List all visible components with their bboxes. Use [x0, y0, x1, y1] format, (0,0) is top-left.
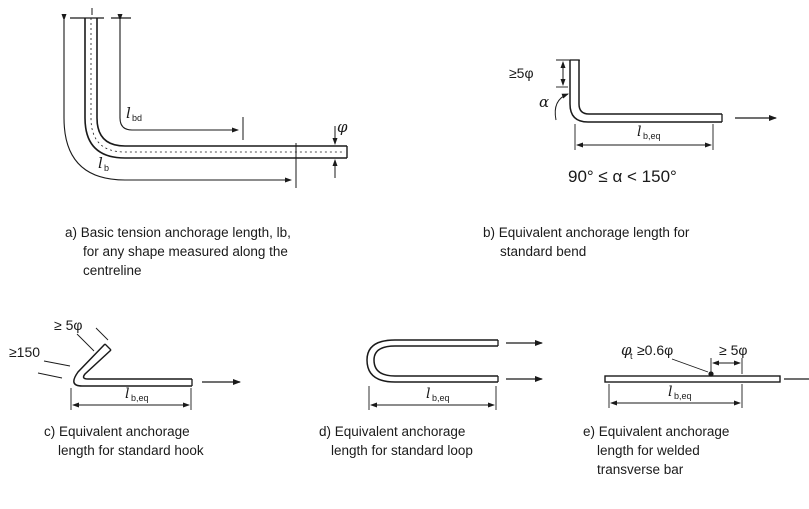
caption-a-line1: a) Basic tension anchorage length, lb, — [65, 225, 291, 240]
panel-b-caption: b) Equivalent anchorage length for stand… — [483, 225, 690, 259]
bar-e — [604, 375, 781, 383]
leq-b-sub: b,eq — [643, 131, 661, 141]
bar-a-centreline — [90, 18, 345, 153]
phi-t-sub: t — [630, 351, 633, 361]
bar-a-outer — [84, 18, 347, 159]
welded-transverse-bar — [708, 371, 714, 377]
loop-d-inner — [373, 345, 498, 377]
panel-d-caption: d) Equivalent anchorage length for stand… — [319, 424, 473, 458]
lbd-label: l — [126, 104, 131, 122]
bar-b-outer — [569, 60, 722, 123]
caption-c-line2: length for standard hook — [58, 443, 204, 458]
lb-dimension-line — [61, 14, 292, 183]
caption-e-line1: e) Equivalent anchorage — [583, 424, 729, 439]
panel-c-diagram: ≥ 5φ ≥150 l b,eq — [9, 317, 241, 410]
lb-label: l — [98, 154, 103, 172]
panel-c-caption: c) Equivalent anchorage length for stand… — [44, 424, 204, 458]
caption-b-line1: b) Equivalent anchorage length for — [483, 225, 690, 240]
lb-sub: b — [104, 163, 109, 173]
alpha-label: α — [539, 93, 549, 111]
panel-e-caption: e) Equivalent anchorage length for welde… — [583, 424, 729, 477]
panel-b-diagram: ≥5φ α l b,eq 90° ≤ α < 150° — [509, 59, 777, 186]
angle-range-label: 90° ≤ α < 150° — [568, 167, 677, 186]
bar-c-inner — [82, 349, 192, 380]
bar-b-inner — [578, 60, 722, 115]
caption-b-line2: standard bend — [500, 244, 586, 259]
lbd-sub: bd — [132, 113, 142, 123]
phi-t-label: φ — [621, 341, 632, 359]
panel-a-diagram: l bd l b φ — [61, 8, 348, 188]
leq-c-sub: b,eq — [131, 393, 149, 403]
caption-e-line3: transverse bar — [597, 462, 684, 477]
phi-t-condition: ≥0.6φ — [637, 342, 673, 358]
caption-c-line1: c) Equivalent anchorage — [44, 424, 190, 439]
caption-a-line3: centreline — [83, 263, 142, 278]
leq-e-label: l — [668, 384, 672, 400]
bend-dim-label: ≥5φ — [509, 65, 534, 81]
leq-d-sub: b,eq — [432, 393, 450, 403]
leq-e-sub: b,eq — [674, 391, 692, 401]
caption-e-line2: length for welded — [597, 443, 700, 458]
leq-b-label: l — [637, 124, 641, 140]
caption-a-line2: for any shape measured along the — [83, 244, 288, 259]
phi-label: φ — [337, 118, 348, 136]
panel-d-diagram: l b,eq — [366, 339, 543, 410]
weld-5phi-label: ≥ 5φ — [719, 342, 747, 358]
hook-150-label: ≥150 — [9, 344, 40, 360]
bar-c-outer — [73, 343, 192, 387]
bar-a-inner — [96, 18, 347, 147]
hook-5phi-label: ≥ 5φ — [54, 317, 82, 333]
leq-c-label: l — [125, 386, 129, 402]
leq-d-label: l — [426, 386, 430, 402]
panel-a-caption: a) Basic tension anchorage length, lb, f… — [65, 225, 291, 278]
caption-d-line1: d) Equivalent anchorage — [319, 424, 465, 439]
panel-e-diagram: φ t ≥0.6φ ≥ 5φ l b,eq — [604, 341, 809, 408]
loop-d-outer — [366, 339, 498, 383]
caption-d-line2: length for standard loop — [331, 443, 473, 458]
